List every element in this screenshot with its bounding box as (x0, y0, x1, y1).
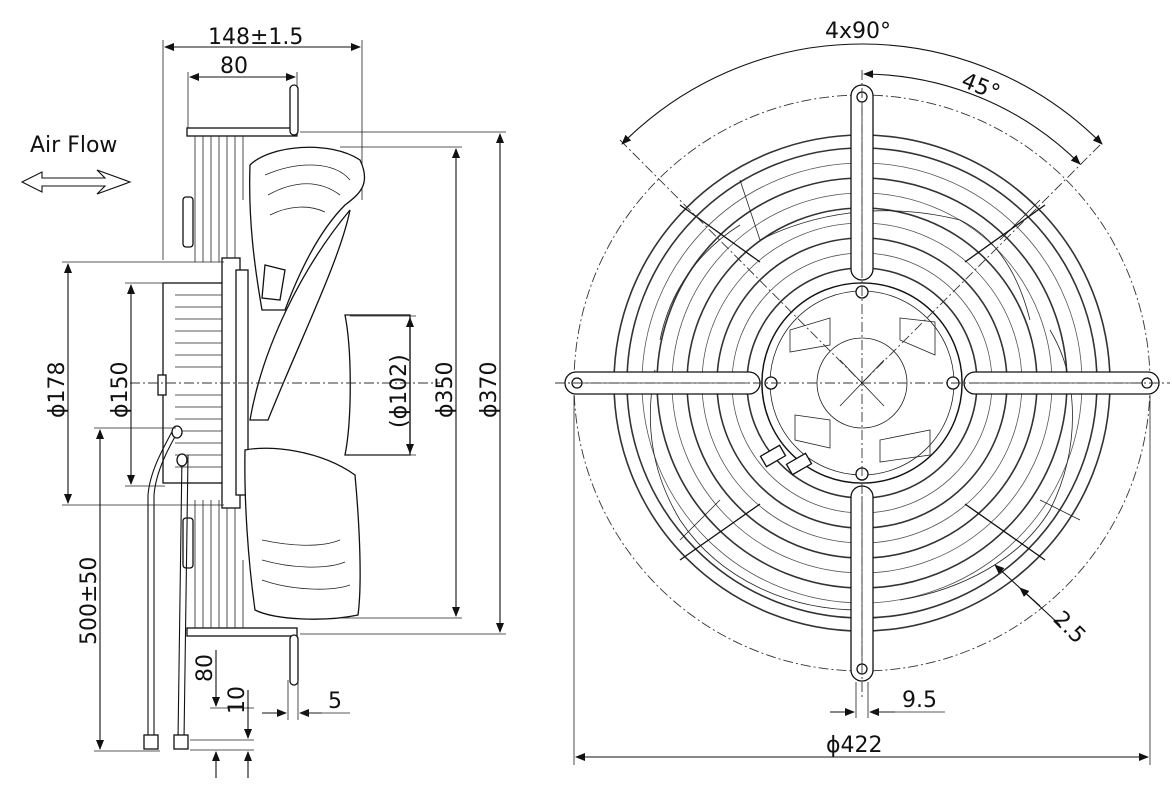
dim-cable-80-label: 80 (193, 654, 218, 682)
dim-2-5-label: 2.5 (1048, 607, 1090, 649)
air-flow-label: Air Flow (30, 133, 117, 158)
guard-side (182, 84, 299, 686)
dim-178-label: ϕ178 (45, 361, 70, 418)
dim-4x90-label: 4x90° (825, 19, 891, 44)
dim-cable-80 (190, 650, 254, 778)
diag-axis-2 (861, 144, 1101, 384)
dim-45 (863, 70, 1081, 165)
dim-10 (190, 690, 254, 778)
dim-2-5 (994, 564, 1061, 626)
front-view: 4x90° 45° 2.5 9.5 ϕ422 (555, 19, 1170, 765)
dim-150-label: ϕ150 (108, 361, 133, 418)
dim-500 (94, 427, 176, 752)
dim-178 (62, 261, 224, 506)
dim-422-label: ϕ422 (826, 733, 883, 758)
dim-80-label: 80 (220, 54, 248, 79)
dim-422 (573, 395, 1151, 765)
dim-102-label: (ϕ102) (387, 354, 412, 428)
dim-9-5 (830, 682, 945, 718)
air-flow-arrow (20, 169, 132, 195)
dim-150 (125, 282, 165, 487)
dim-102 (350, 315, 416, 456)
blades-side (244, 146, 411, 620)
dim-500-label: 500±50 (77, 557, 102, 645)
dim-148-label: 148±1.5 (208, 25, 303, 50)
dim-9-5-label: 9.5 (902, 688, 937, 713)
cables (143, 425, 189, 750)
dim-350 (340, 146, 462, 619)
dim-5 (262, 680, 350, 720)
dim-45-label: 45° (958, 68, 1004, 106)
dim-370 (300, 131, 506, 635)
side-view: Air Flow 148±1.5 80 (20, 25, 506, 778)
front-cable-gland (759, 444, 813, 476)
dim-350-label: ϕ350 (433, 361, 458, 418)
dim-80 (187, 72, 298, 130)
dim-5-label: 5 (328, 689, 342, 714)
dim-10-label: 10 (225, 686, 250, 714)
guard-struts (679, 204, 1046, 561)
dim-370-label: ϕ370 (477, 361, 502, 418)
diag-axis-1 (619, 139, 863, 384)
